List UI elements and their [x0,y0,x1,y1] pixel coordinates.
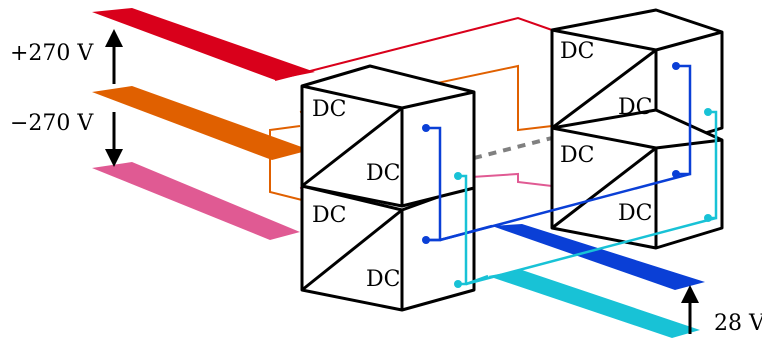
output-dark-rail [492,224,705,290]
minus-270v-rail [92,162,300,240]
right-bottom-out-label: DC [618,201,652,226]
converter-left-top [300,64,476,208]
mid-rail [92,86,310,160]
left-top-out-label: DC [366,161,400,186]
minus-270v-label: −270 V [10,111,94,136]
right-top-out-label: DC [618,95,652,120]
plus-270v-label: +270 V [10,41,94,66]
output-light-rail [488,270,700,338]
left-bottom-out-label: DC [366,267,400,292]
output-28v-label: 28 V [714,311,762,336]
converter-right-bottom [550,108,724,250]
plus-270v-rail [92,8,315,80]
plus-wire-right-top [274,16,553,81]
mid-wire-left-bottom [269,125,303,201]
link-dash [473,136,553,160]
terminal-dots [422,62,712,288]
right-bottom-in-label: DC [560,143,594,168]
left-top-in-label: DC [312,97,346,122]
right-top-in-label: DC [560,39,594,64]
left-bottom-in-label: DC [312,203,346,228]
